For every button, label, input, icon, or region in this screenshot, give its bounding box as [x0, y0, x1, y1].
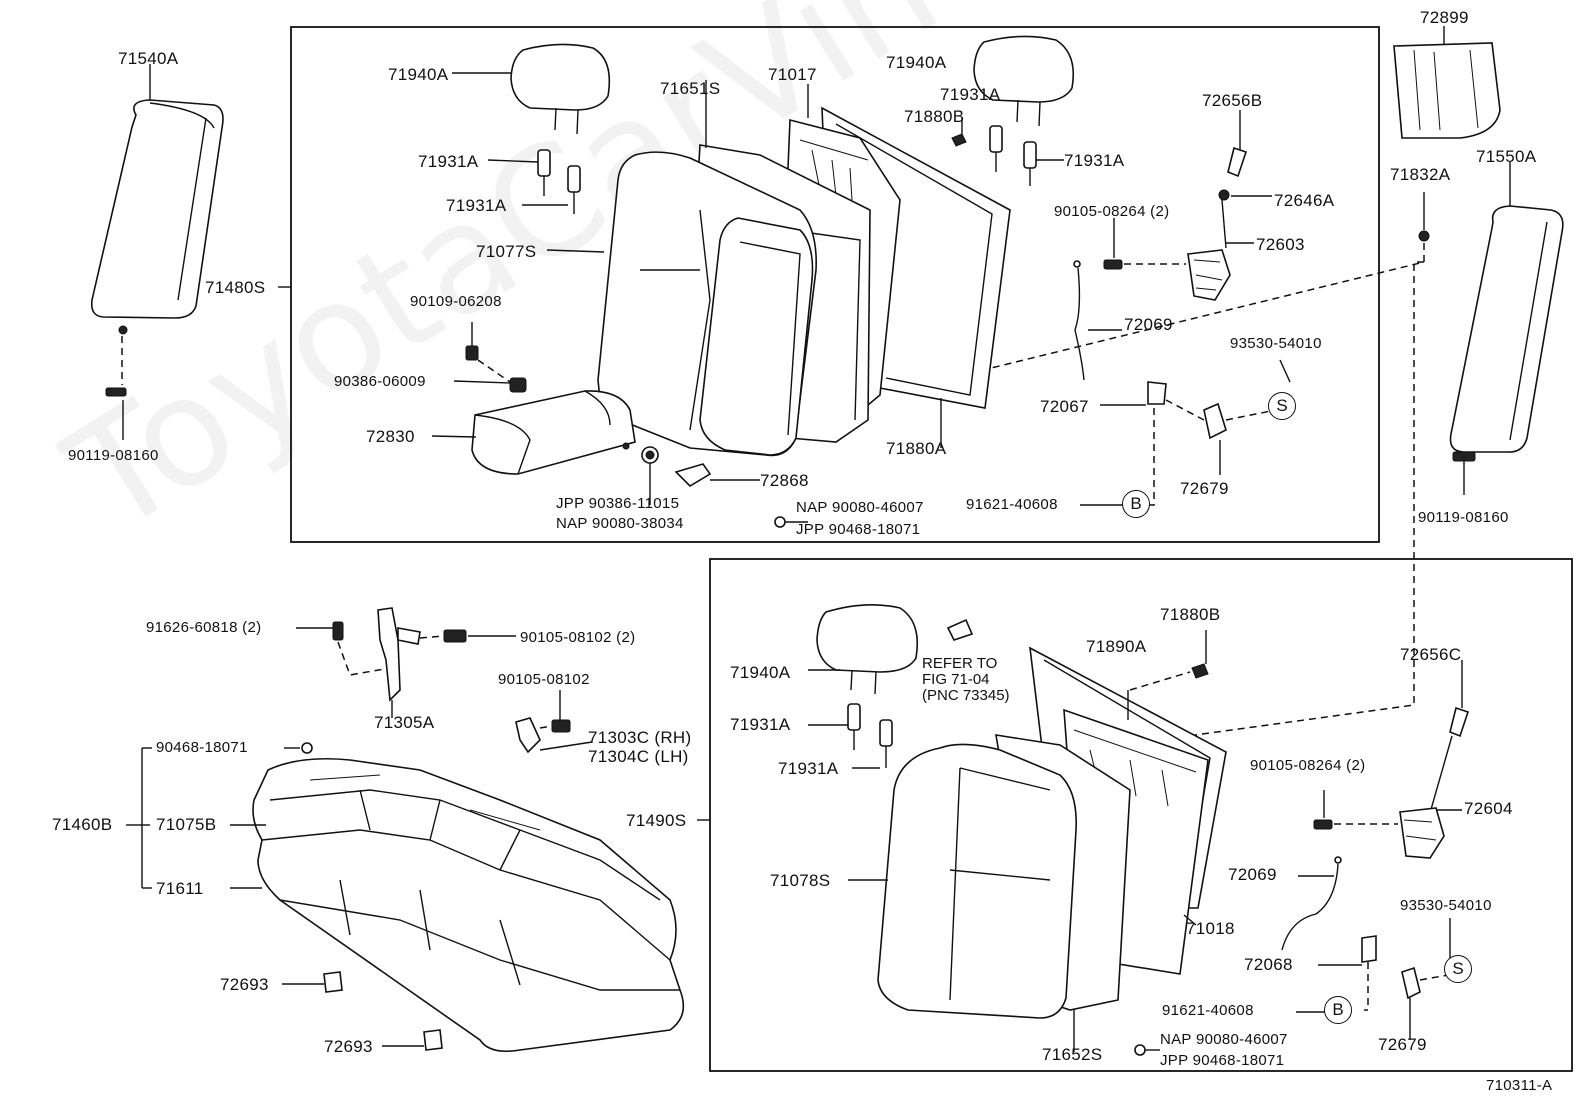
part-90386-06009[interactable]: 90386-06009	[334, 373, 426, 390]
part-71880B-upper[interactable]: 71880B	[904, 107, 965, 126]
seat-cushion-shape	[126, 742, 685, 1053]
marker-s-upper: S	[1268, 392, 1296, 420]
part-90105-08264-upper[interactable]: 90105-08264 (2)	[1054, 203, 1170, 220]
seatback-lower-shape	[848, 646, 1227, 1052]
part-71931A-5[interactable]: 71931A	[730, 715, 791, 734]
refer-clip-shape	[946, 618, 974, 641]
headrest-upper-right-shape	[973, 35, 1075, 127]
part-71940A-upper-right[interactable]: 71940A	[886, 53, 947, 72]
part-72656B[interactable]: 72656B	[1202, 91, 1263, 110]
part-71303C-rh[interactable]: 71303C (RH)	[588, 728, 692, 747]
part-72604[interactable]: 72604	[1464, 799, 1513, 818]
part-71075B[interactable]: 71075B	[156, 815, 217, 834]
part-71480S[interactable]: 71480S	[205, 278, 266, 297]
part-90109-06208[interactable]: 90109-06208	[410, 293, 502, 310]
armrest-shape	[431, 390, 636, 475]
pad-72899-shape	[1393, 26, 1501, 139]
headrest-lower-shape	[808, 604, 919, 769]
part-72899[interactable]: 72899	[1420, 8, 1469, 27]
refer-note-line1: REFER TO	[922, 655, 998, 672]
armrest-fasteners-shape	[453, 322, 808, 528]
part-71832A[interactable]: 71832A	[1390, 165, 1451, 184]
seatback-upper-shape	[546, 80, 1011, 457]
part-90105-08102[interactable]: 90105-08102	[498, 671, 590, 688]
part-71460B[interactable]: 71460B	[52, 815, 113, 834]
side-bolster-right-shape	[1449, 162, 1564, 495]
part-72830[interactable]: 72830	[366, 427, 415, 446]
part-72603[interactable]: 72603	[1256, 235, 1305, 254]
part-93530-54010-upper[interactable]: 93530-54010	[1230, 335, 1322, 352]
part-91621-40608-lower[interactable]: 91621-40608	[1162, 1002, 1254, 1019]
clips-72693-shape	[282, 971, 443, 1051]
part-71077S[interactable]: 71077S	[476, 242, 537, 261]
part-71880A[interactable]: 71880A	[886, 439, 947, 458]
part-72067[interactable]: 72067	[1040, 397, 1089, 416]
part-71305A[interactable]: 71305A	[374, 713, 435, 732]
part-90105-08102-2[interactable]: 90105-08102 (2)	[520, 629, 636, 646]
part-72068[interactable]: 72068	[1244, 955, 1293, 974]
part-71931A-1[interactable]: 71931A	[418, 152, 479, 171]
bracket-71305A-shape	[296, 607, 516, 718]
part-72069-lower[interactable]: 72069	[1228, 865, 1277, 884]
part-jpp-90468-18071-lower[interactable]: JPP 90468-18071	[1160, 1052, 1285, 1069]
marker-s-lower: S	[1444, 955, 1472, 983]
headrest-upper-left-shape	[452, 43, 611, 135]
side-bolster-left-shape	[90, 99, 224, 397]
part-90119-08160-right[interactable]: 90119-08160	[1418, 509, 1509, 526]
part-71652S[interactable]: 71652S	[1042, 1045, 1103, 1064]
part-72693-2[interactable]: 72693	[324, 1037, 373, 1056]
part-71931A-3[interactable]: 71931A	[940, 85, 1001, 104]
part-71304C-lh[interactable]: 71304C (LH)	[588, 747, 689, 766]
part-72868[interactable]: 72868	[760, 471, 809, 490]
part-71550A[interactable]: 71550A	[1476, 147, 1537, 166]
part-jpp-90386-11015[interactable]: JPP 90386-11015	[556, 495, 680, 512]
part-91621-40608-upper[interactable]: 91621-40608	[966, 496, 1058, 513]
diagram-id: 710311-A	[1486, 1077, 1553, 1094]
lock-lower-shape	[1134, 660, 1470, 1056]
part-72679-lower[interactable]: 72679	[1378, 1035, 1427, 1054]
upper-frame	[290, 26, 1380, 543]
part-90468-18071-seat[interactable]: 90468-18071	[156, 739, 248, 756]
part-72693-1[interactable]: 72693	[220, 975, 269, 994]
part-71940A-lower[interactable]: 71940A	[730, 663, 791, 682]
part-nap-90080-46007-lower[interactable]: NAP 90080-46007	[1160, 1031, 1288, 1048]
lock-upper-shape	[1073, 110, 1291, 506]
part-71611[interactable]: 71611	[156, 879, 204, 898]
part-90119-08160-left[interactable]: 90119-08160	[68, 447, 159, 464]
part-91626-60818[interactable]: 91626-60818 (2)	[146, 619, 262, 636]
part-71940A-upper-left[interactable]: 71940A	[388, 65, 449, 84]
part-71890A[interactable]: 71890A	[1086, 637, 1147, 656]
refer-note-line3: (PNC 73345)	[922, 687, 1010, 704]
part-71931A-6[interactable]: 71931A	[778, 759, 839, 778]
bracket-71303C-shape	[515, 690, 593, 754]
part-nap-90080-46007-upper[interactable]: NAP 90080-46007	[796, 499, 924, 516]
part-72069-upper[interactable]: 72069	[1124, 315, 1173, 334]
part-71540A[interactable]: 71540A	[118, 49, 179, 68]
part-93530-54010-lower[interactable]: 93530-54010	[1400, 897, 1492, 914]
marker-b-lower: B	[1324, 996, 1352, 1024]
part-71651S[interactable]: 71651S	[660, 79, 721, 98]
refer-note-line2: FIG 71-04	[922, 671, 990, 688]
part-71931A-2[interactable]: 71931A	[446, 196, 507, 215]
part-71490S[interactable]: 71490S	[626, 811, 687, 830]
part-72646A[interactable]: 72646A	[1274, 191, 1335, 210]
part-90105-08264-lower[interactable]: 90105-08264 (2)	[1250, 757, 1366, 774]
part-72656C[interactable]: 72656C	[1400, 645, 1462, 664]
part-nap-90080-38034[interactable]: NAP 90080-38034	[556, 515, 684, 532]
part-72679-upper[interactable]: 72679	[1180, 479, 1229, 498]
guides-upper-shape	[487, 125, 1064, 214]
marker-b-upper: B	[1122, 490, 1150, 518]
part-71078S[interactable]: 71078S	[770, 871, 831, 890]
part-jpp-90468-18071-upper[interactable]: JPP 90468-18071	[796, 521, 921, 538]
part-71018[interactable]: 71018	[1186, 919, 1235, 938]
part-71880B-lower[interactable]: 71880B	[1160, 605, 1221, 624]
lower-frame	[709, 558, 1573, 1072]
part-71931A-4[interactable]: 71931A	[1064, 151, 1125, 170]
part-71017[interactable]: 71017	[768, 65, 817, 84]
